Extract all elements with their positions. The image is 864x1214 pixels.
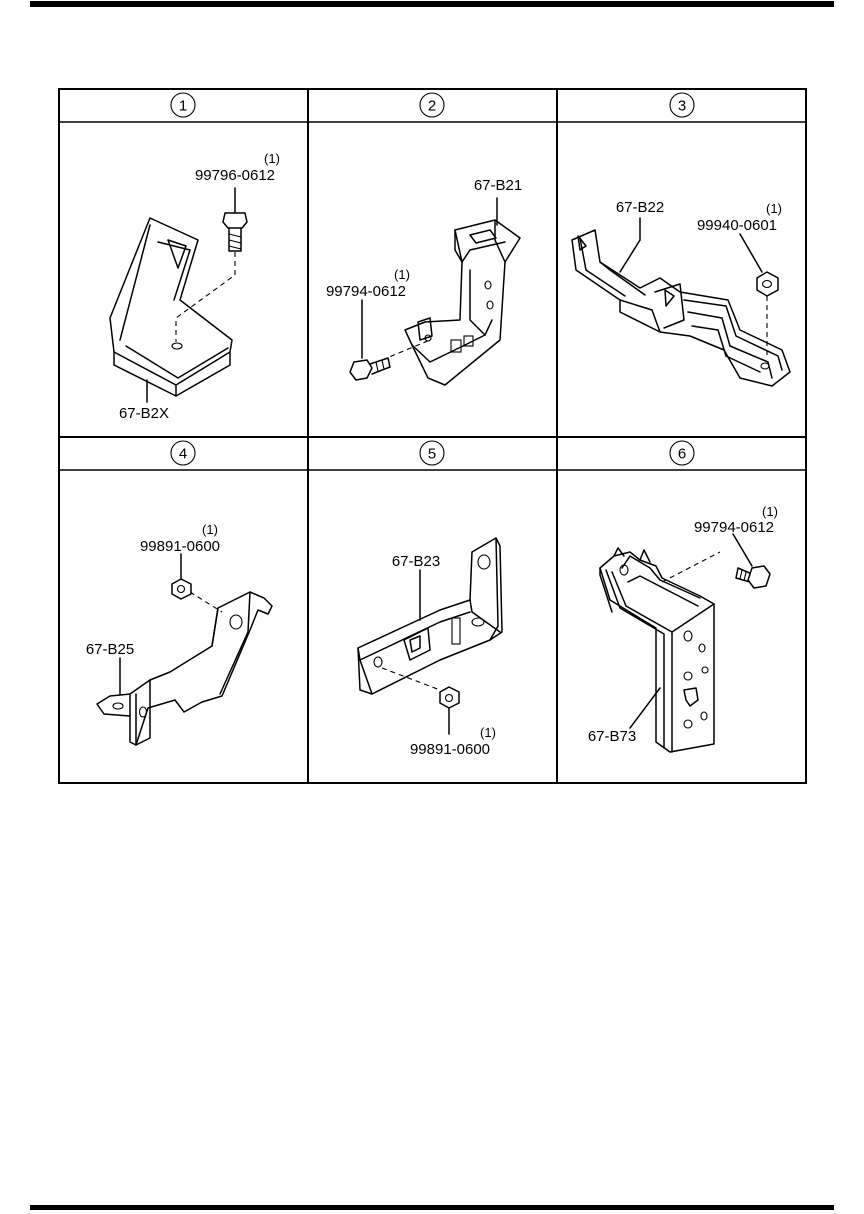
svg-text:2: 2 [428, 98, 436, 115]
panel-1-fastener-part-no: 99796-0612 [195, 167, 275, 184]
panel-4-nut-part-no: 99891-0600 [140, 538, 220, 555]
panel-number-4: 4 [170, 440, 196, 466]
panel-4-nut-qty: (1) [202, 522, 218, 537]
svg-text:6: 6 [678, 446, 686, 463]
panel-1-fastener-qty: (1) [264, 151, 280, 166]
panel-2-drawing [349, 197, 521, 386]
panel-2-bolt-qty: (1) [394, 267, 410, 282]
panel-2-bracket-part-no: 67-B21 [474, 177, 522, 194]
panel-5-bracket-part-no: 67-B23 [392, 553, 440, 570]
panel-6-bolt-part-no: 99794-0612 [694, 519, 774, 536]
svg-text:5: 5 [428, 446, 436, 463]
panel-5-drawing [357, 537, 503, 735]
panel-1-drawing [109, 187, 248, 403]
panel-4-bracket-part-no: 67-B25 [86, 641, 134, 658]
svg-text:3: 3 [678, 98, 686, 115]
panel-number-3: 3 [669, 92, 695, 118]
panel-number-1: 1 [170, 92, 196, 118]
bottom-rule [30, 1205, 834, 1210]
panel-5-nut-qty: (1) [480, 725, 496, 740]
panel-number-5: 5 [419, 440, 445, 466]
panel-3-nut-qty: (1) [766, 201, 782, 216]
parts-grid [58, 88, 807, 784]
panel-6-bracket-part-no: 67-B73 [588, 728, 636, 745]
panel-6-bolt-qty: (1) [762, 504, 778, 519]
panel-2-bolt-part-no: 99794-0612 [326, 283, 406, 300]
panel-number-2: 2 [419, 92, 445, 118]
panel-3-nut-part-no: 99940-0601 [697, 217, 777, 234]
top-rule [30, 1, 834, 7]
panel-4-drawing [96, 553, 273, 746]
panel-1-bracket-part-no: 67-B2X [119, 405, 169, 422]
panel-number-6: 6 [669, 440, 695, 466]
panel-3-bracket-part-no: 67-B22 [616, 199, 664, 216]
panel-5-nut-part-no: 99891-0600 [410, 741, 490, 758]
panel-6-drawing [599, 533, 771, 753]
svg-text:4: 4 [179, 446, 187, 463]
svg-text:1: 1 [179, 98, 187, 115]
panel-3-drawing [571, 217, 791, 387]
